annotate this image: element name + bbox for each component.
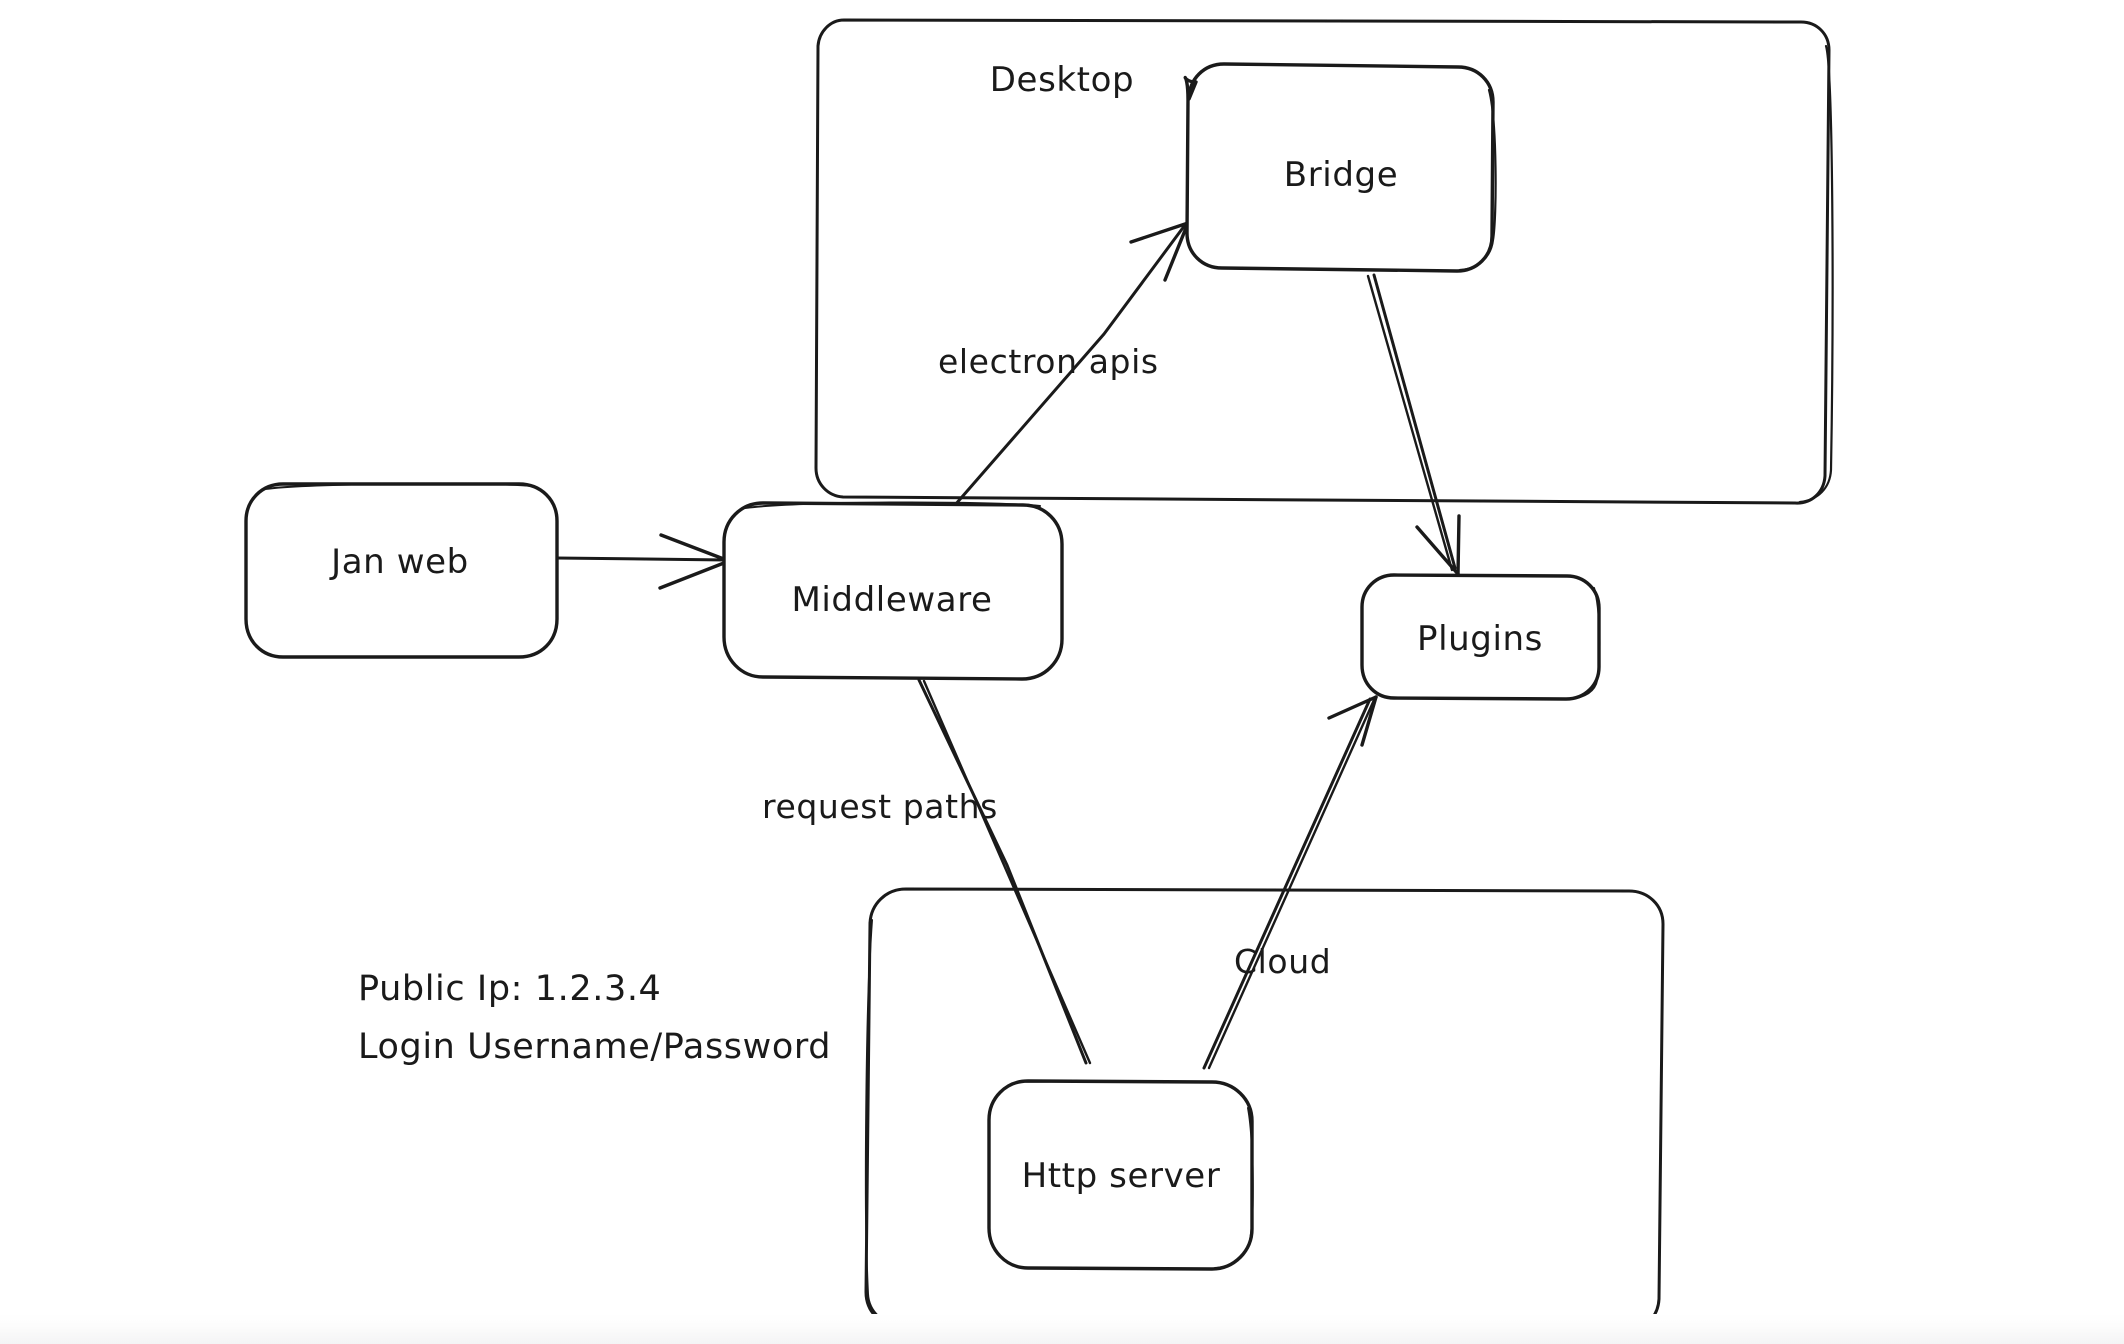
- edge-label-electron-apis: electron apis: [938, 342, 1159, 381]
- node-middleware[interactable]: Middleware: [722, 501, 1064, 681]
- node-http-server-label: Http server: [1022, 1156, 1221, 1196]
- edge-middleware-bridge-arrow-lower: [1163, 221, 1190, 282]
- edge-httpserver-plugins-line-jitter: [1207, 698, 1376, 1070]
- node-bridge-label: Bridge: [1284, 155, 1398, 195]
- node-bridge-outline-jitter: [1458, 88, 1497, 272]
- node-plugins-label: Plugins: [1417, 619, 1543, 659]
- node-middleware-outline-jitter: [744, 501, 1041, 509]
- edge-bridge-plugins-arrow-left: [1415, 525, 1460, 576]
- node-jan-web-label: Jan web: [329, 542, 469, 582]
- edge-middleware-bridge-arrow-upper: [1129, 221, 1190, 244]
- edge-bridge-plugins-line: [1372, 273, 1457, 570]
- node-plugins-outline-jitter: [1565, 587, 1601, 700]
- edge-middleware-httpserver-line: [917, 678, 1088, 1065]
- node-bridge[interactable]: Bridge: [1183, 62, 1497, 273]
- notes-block: Public Ip: 1.2.3.4 Login Username/Passwo…: [358, 969, 831, 1067]
- edge-middleware-httpserver-line-jitter: [922, 679, 1092, 1065]
- edge-bridge-plugins-arrow-right: [1456, 514, 1461, 576]
- edge-httpserver-plugins-arrow-lower: [1327, 695, 1378, 720]
- desktop-group-outline-jitter: [1798, 44, 1834, 504]
- node-middleware-outline: [722, 501, 1064, 681]
- desktop-group-label: Desktop: [990, 60, 1134, 100]
- node-http-server-outline-jitter: [1214, 1107, 1254, 1269]
- edge-bridge-to-plugins: [1366, 273, 1461, 576]
- edge-middleware-to-bridge: electron apis: [938, 221, 1190, 507]
- edge-label-cloud: Cloud: [1234, 942, 1331, 981]
- note-login-credentials: Login Username/Password: [358, 1027, 831, 1067]
- node-jan-web-outline-jitter: [264, 482, 534, 490]
- node-plugins[interactable]: Plugins: [1360, 573, 1601, 701]
- edge-janweb-to-middleware: [554, 533, 731, 590]
- node-jan-web-outline: [244, 482, 559, 659]
- edge-middleware-to-httpserver: request paths: [762, 678, 1092, 1065]
- node-jan-web[interactable]: Jan web: [244, 482, 559, 659]
- edge-middleware-bridge-line: [953, 223, 1187, 507]
- edge-bridge-plugins-line-jitter: [1366, 274, 1454, 572]
- edge-janweb-middleware-arrow-lower: [658, 559, 731, 590]
- node-http-server-outline: [987, 1079, 1254, 1271]
- edge-janweb-middleware-arrow-upper: [659, 533, 731, 563]
- node-http-server[interactable]: Http server: [987, 1079, 1254, 1271]
- edge-label-request-paths: request paths: [762, 787, 998, 826]
- node-middleware-label: Middleware: [791, 580, 992, 620]
- edge-httpserver-to-plugins: Cloud: [1202, 695, 1378, 1070]
- edge-janweb-middleware-line: [554, 556, 729, 562]
- edge-httpserver-plugins-line: [1202, 697, 1372, 1070]
- note-public-ip: Public Ip: 1.2.3.4: [358, 969, 661, 1009]
- edge-httpserver-plugins-arrow-upper: [1360, 695, 1378, 747]
